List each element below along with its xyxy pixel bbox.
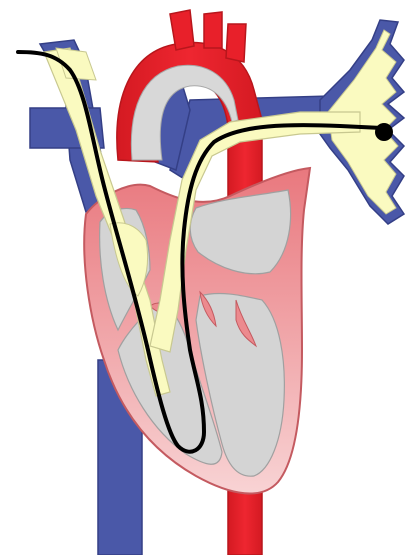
aortic-branch-3 <box>226 24 246 62</box>
catheter-tip-icon <box>375 123 393 141</box>
aortic-branch-2 <box>204 12 222 48</box>
